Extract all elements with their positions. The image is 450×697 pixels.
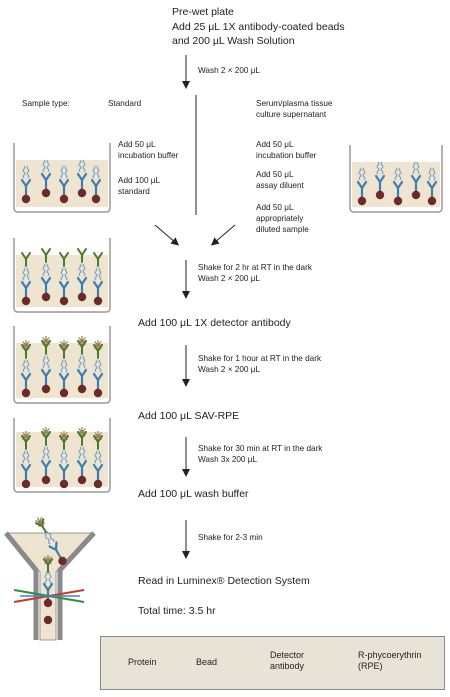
wash4-text: Wash 3x 200 μL xyxy=(198,455,258,464)
legend-box xyxy=(100,636,445,690)
legend-detector-label-2: antibody xyxy=(270,661,305,671)
sample-type-serum-1: Serum/plasma tissue xyxy=(256,99,333,108)
luminex-flow-cell xyxy=(4,514,96,641)
well-incubated xyxy=(13,238,111,313)
well-detector xyxy=(13,326,111,404)
legend-rpe-label-2: (RPE) xyxy=(358,661,383,671)
well-standard xyxy=(13,143,111,213)
legend-rpe-label-1: R-phycoerythrin xyxy=(358,650,422,660)
sample-type-label: Sample type: xyxy=(22,99,70,108)
sample-type-standard: Standard xyxy=(108,99,142,108)
right-c1: Add 50 μL xyxy=(256,203,294,212)
right-c3: diluted sample xyxy=(256,225,309,234)
washbuffer-step-text: Add 100 μL wash buffer xyxy=(138,488,249,500)
detector-step-text: Add 100 μL 1X detector antibody xyxy=(138,317,291,329)
shake2-text: Shake for 1 hour at RT in the dark xyxy=(198,354,322,363)
left-add100-2: standard xyxy=(118,187,150,196)
right-b2: assay diluent xyxy=(256,181,304,190)
well-sample xyxy=(349,145,443,213)
right-b1: Add 50 μL xyxy=(256,170,294,179)
savrpe-step-text: Add 100 μL SAV-RPE xyxy=(138,410,240,422)
right-c2: appropriately xyxy=(256,214,304,223)
sample-type-serum-2: culture supernatant xyxy=(256,110,327,119)
wash3-text: Wash 2 × 200 μL xyxy=(198,365,260,374)
arrow-merge-left xyxy=(154,224,180,246)
left-add100-1: Add 100 μL xyxy=(118,176,161,185)
legend-protein-label: Protein xyxy=(128,657,157,667)
legend-bead-label: Bead xyxy=(196,657,218,667)
right-a1: Add 50 μL xyxy=(256,140,294,149)
shake4-text: Shake for 2-3 min xyxy=(198,533,263,542)
shake3-text: Shake for 30 min at RT in the dark xyxy=(198,444,323,453)
add-beads-text-2: and 200 μL Wash Solution xyxy=(172,35,295,47)
shake1-text: Shake for 2 hr at RT in the dark xyxy=(198,263,312,272)
legend-detector-label-1: Detector xyxy=(270,650,305,660)
left-add50-2: incubation buffer xyxy=(118,151,179,160)
prewet-text: Pre-wet plate xyxy=(172,6,234,18)
right-a2: incubation buffer xyxy=(256,151,317,160)
total-time-text: Total time: 3.5 hr xyxy=(138,605,216,617)
left-add50-1: Add 50 μL xyxy=(118,140,156,149)
well-savrpe xyxy=(13,418,111,493)
arrow-merge-right xyxy=(210,224,236,246)
add-beads-text-1: Add 25 μL 1X antibody-coated beads xyxy=(172,21,345,33)
read-luminex-text: Read in Luminex® Detection System xyxy=(138,575,310,587)
wash2-text: Wash 2 × 200 μL xyxy=(198,274,260,283)
wash-text-1: Wash 2 × 200 μL xyxy=(198,66,260,75)
